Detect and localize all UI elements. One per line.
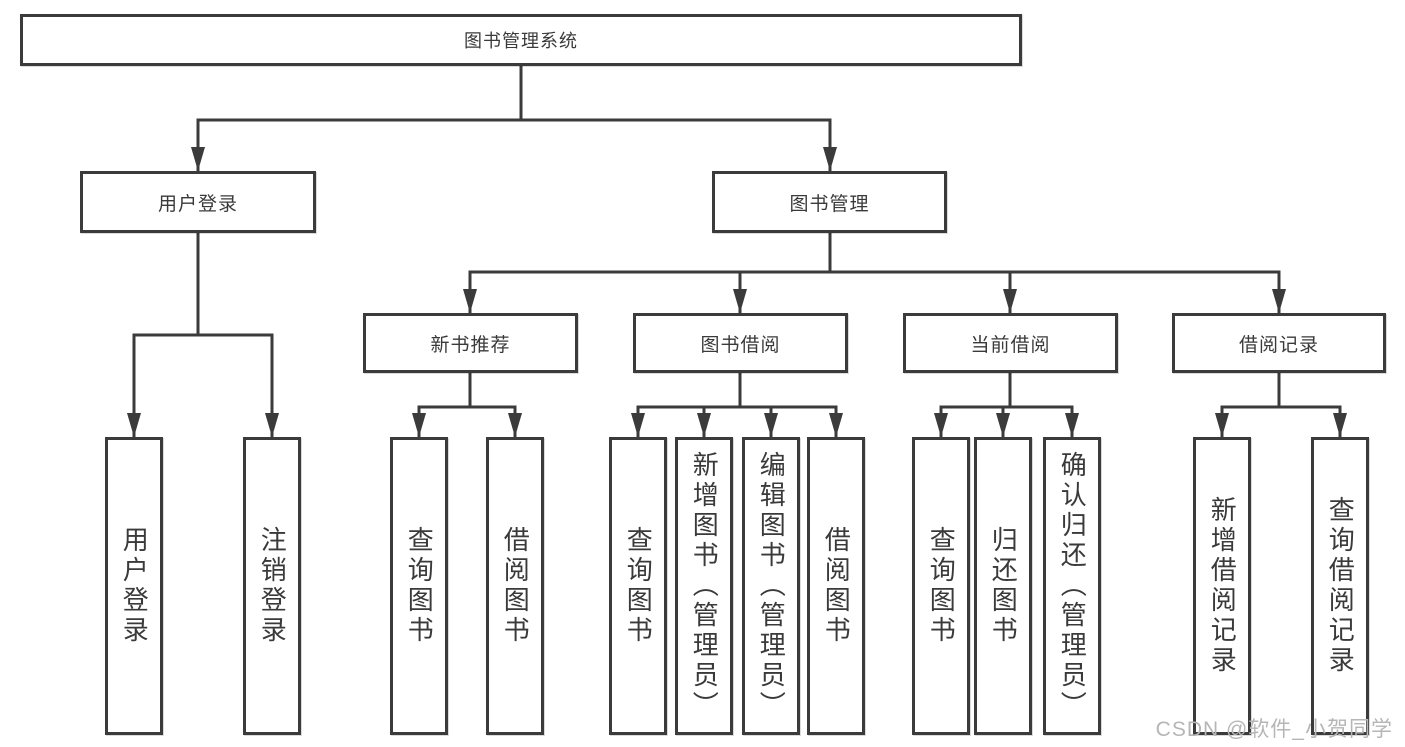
node-user-login: 用户登录 xyxy=(80,171,316,233)
leaf-label: 借阅图书 xyxy=(821,526,852,646)
leaf-query-book-borrow: 查询图书 xyxy=(609,437,667,735)
node-label: 借阅记录 xyxy=(1238,334,1319,356)
leaf-label: 确认归还（管理员） xyxy=(1057,451,1088,721)
node-new-book-recommend: 新书推荐 xyxy=(363,313,578,373)
leaf-add-borrow-record: 新增借阅记录 xyxy=(1193,437,1251,735)
leaf-query-book-current: 查询图书 xyxy=(912,437,970,735)
leaf-label: 归还图书 xyxy=(988,526,1019,646)
node-label: 图书管理 xyxy=(789,193,870,215)
node-borrow-record: 借阅记录 xyxy=(1172,313,1386,373)
leaf-borrow-book: 借阅图书 xyxy=(807,437,865,735)
leaf-label: 新增图书（管理员） xyxy=(689,451,720,721)
leaf-confirm-return-admin: 确认归还（管理员） xyxy=(1043,437,1101,735)
leaf-label: 编辑图书（管理员） xyxy=(756,451,787,721)
node-book-borrow: 图书借阅 xyxy=(633,313,848,373)
node-library-management-system: 图书管理系统 xyxy=(20,14,1022,66)
leaf-label: 用户登录 xyxy=(119,526,150,646)
leaf-edit-book-admin: 编辑图书（管理员） xyxy=(742,437,800,735)
leaf-return-book: 归还图书 xyxy=(974,437,1032,735)
leaf-borrow-book-recommend: 借阅图书 xyxy=(486,437,544,735)
node-label: 用户登录 xyxy=(157,193,238,215)
leaf-label: 新增借阅记录 xyxy=(1207,496,1238,676)
leaf-add-book-admin: 新增图书（管理员） xyxy=(675,437,733,735)
leaf-label: 借阅图书 xyxy=(500,526,531,646)
leaf-label: 查询图书 xyxy=(623,526,654,646)
node-label: 图书借阅 xyxy=(700,334,781,356)
leaf-query-book-recommend: 查询图书 xyxy=(390,437,448,735)
csdn-watermark: CSDN @软件_小贺同学 xyxy=(1155,718,1393,741)
node-label: 当前借阅 xyxy=(970,334,1051,356)
leaf-user-login: 用户登录 xyxy=(105,437,163,735)
node-book-management: 图书管理 xyxy=(712,171,947,233)
leaf-query-borrow-record: 查询借阅记录 xyxy=(1311,437,1369,735)
node-current-borrow: 当前借阅 xyxy=(903,313,1118,373)
leaf-label: 查询图书 xyxy=(404,526,435,646)
node-label: 图书管理系统 xyxy=(464,31,578,51)
leaf-label: 注销登录 xyxy=(257,526,288,646)
node-label: 新书推荐 xyxy=(430,334,511,356)
leaf-label: 查询借阅记录 xyxy=(1325,496,1356,676)
leaf-label: 查询图书 xyxy=(926,526,957,646)
leaf-logout-login: 注销登录 xyxy=(243,437,301,735)
